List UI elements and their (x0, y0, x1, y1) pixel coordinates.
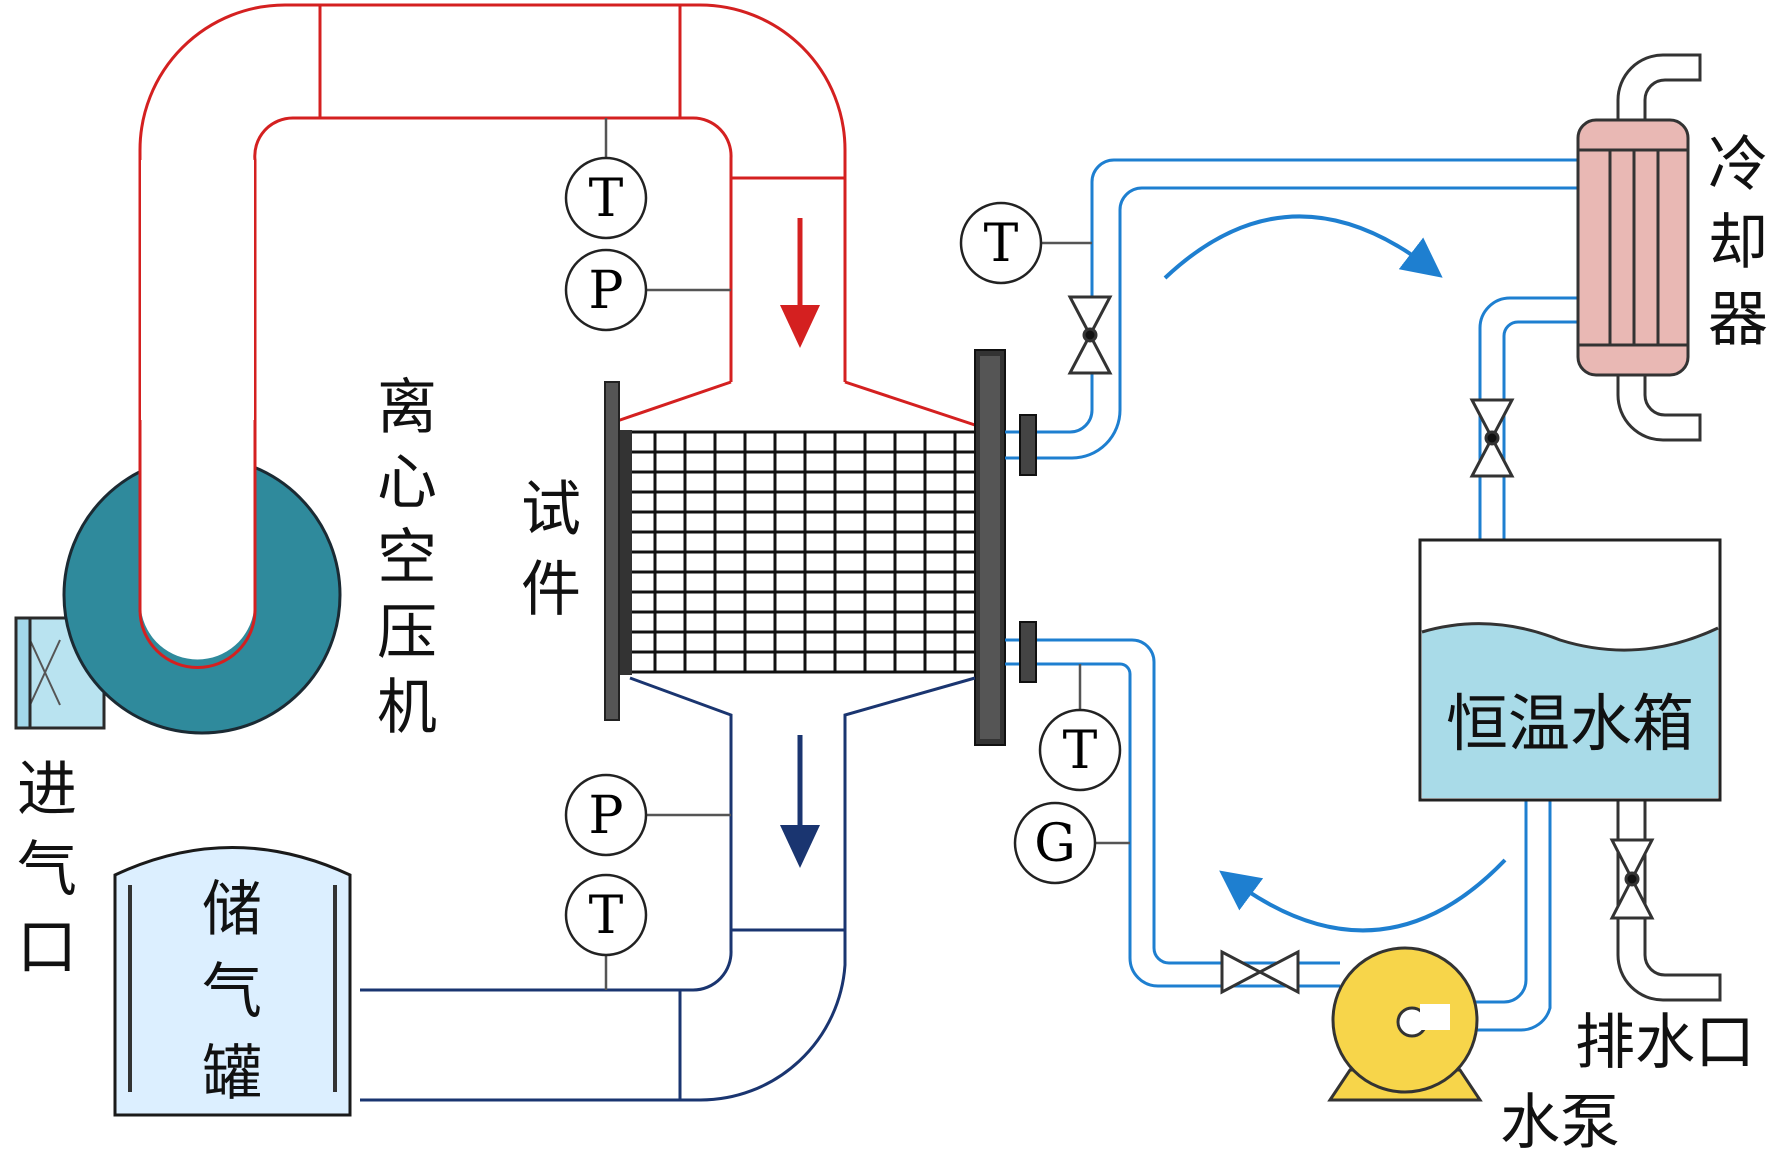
centrifugal-compressor (14, 160, 342, 735)
storage-tank (113, 846, 352, 1117)
label-inlet: 进 气 口 (17, 755, 77, 983)
label-water-tank: 恒温水箱 (1446, 687, 1694, 760)
svg-text:T: T (984, 214, 1019, 274)
svg-text:压: 压 (377, 598, 437, 668)
gauge-inlet-pressure: P (564, 248, 648, 332)
water-tank (1418, 538, 1722, 802)
valve-drain (1609, 838, 1655, 920)
valve-upper-out (1067, 295, 1113, 375)
svg-text:进: 进 (17, 755, 77, 825)
label-test-piece: 试 件 (521, 475, 581, 625)
svg-text:P: P (589, 786, 624, 846)
svg-text:器: 器 (1708, 285, 1768, 355)
gauge-water-out-temp: T (959, 201, 1043, 285)
cooler (1576, 118, 1690, 377)
svg-text:冷: 冷 (1708, 130, 1768, 200)
core-grid (632, 430, 975, 674)
label-compressor: 离 心 空 压 机 (377, 373, 437, 743)
svg-text:罐: 罐 (202, 1039, 262, 1109)
svg-text:储: 储 (202, 875, 262, 945)
svg-text:离: 离 (377, 373, 437, 443)
svg-text:却: 却 (1708, 208, 1768, 278)
svg-text:气: 气 (17, 835, 77, 905)
svg-text:T: T (589, 886, 624, 946)
water-flow-arrows (1163, 214, 1507, 933)
gauge-outlet-pressure: P (564, 773, 648, 857)
svg-text:T: T (1063, 721, 1098, 781)
valves (1067, 295, 1655, 995)
svg-text:空: 空 (377, 523, 437, 593)
gauge-outlet-temp: T (564, 873, 648, 957)
test-piece (604, 349, 1006, 746)
svg-text:试: 试 (521, 475, 581, 545)
svg-text:件: 件 (521, 555, 581, 625)
cool-air-flow-arrow (780, 735, 820, 868)
svg-text:G: G (1034, 814, 1076, 874)
svg-text:气: 气 (202, 957, 262, 1027)
label-drain: 排水口 (1575, 1008, 1755, 1078)
svg-text:机: 机 (377, 673, 437, 743)
gauge-leaders (604, 118, 1130, 990)
svg-text:心: 心 (377, 448, 437, 518)
cool-air-duct (360, 676, 976, 1102)
valve-cooler-out (1469, 398, 1515, 478)
label-storage-tank: 储 气 罐 (202, 875, 262, 1109)
water-pump (1327, 946, 1483, 1102)
water-flanges (1019, 414, 1037, 683)
hot-air-flow-arrow (780, 218, 820, 348)
valve-pump-outlet (1220, 949, 1300, 995)
svg-text:口: 口 (17, 913, 77, 983)
svg-text:P: P (589, 261, 624, 321)
gauge-water-in-temp: T (1038, 708, 1122, 792)
gauge-water-flow: G (1013, 801, 1097, 885)
label-pump: 水泵 (1500, 1088, 1620, 1158)
gauge-inlet-temp: T (564, 156, 648, 240)
svg-text:T: T (589, 169, 624, 229)
label-cooler: 冷 却 器 (1708, 130, 1768, 355)
